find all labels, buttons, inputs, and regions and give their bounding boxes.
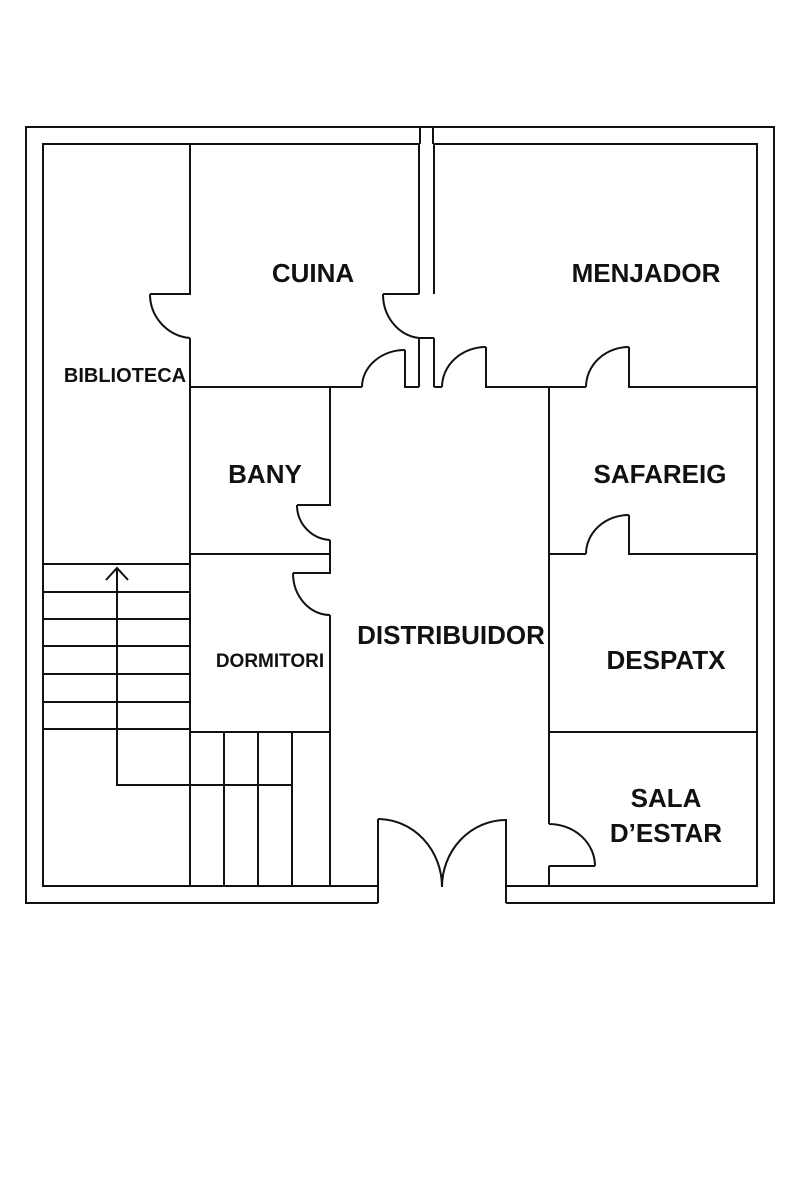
entrance-jambs [377, 819, 507, 903]
wall-safareig [548, 387, 757, 886]
stair-treads-bottom [223, 732, 293, 886]
wall-cuina-bottom [190, 350, 419, 388]
door-bany[interactable] [295, 504, 331, 541]
label-distribuidor: DISTRIBUIDOR [357, 620, 545, 650]
stairs [43, 563, 293, 886]
room-labels: CUINA MENJADOR BIBLIOTECA BANY SAFAREIG … [64, 258, 727, 848]
label-biblioteca: BIBLIOTECA [64, 365, 186, 387]
label-safareig: SAFAREIG [594, 459, 727, 489]
entrance-door-right[interactable] [441, 819, 507, 888]
wall-bany [190, 387, 331, 886]
door-menjador-1[interactable] [441, 346, 487, 388]
label-sala-line2: D’ESTAR [610, 818, 722, 848]
stair-direction-arrow [105, 566, 292, 786]
entrance-door-left[interactable] [377, 818, 443, 888]
inner-wall-right [433, 143, 758, 887]
wall-posts [418, 337, 435, 387]
door-cuina[interactable] [361, 349, 406, 388]
door-dormitori[interactable] [292, 572, 331, 616]
door-sala[interactable] [548, 823, 596, 867]
wall-biblioteca [150, 144, 191, 886]
label-cuina: CUINA [272, 258, 355, 288]
door-menjador-2[interactable] [585, 346, 630, 388]
outer-wall [25, 126, 775, 904]
walls [25, 126, 775, 904]
label-despatx: DESPATX [607, 645, 727, 675]
label-sala-line1: SALA [631, 783, 702, 813]
label-dormitori: DORMITORI [216, 651, 324, 672]
door-safareig[interactable] [585, 514, 630, 555]
center-divider [419, 127, 434, 144]
label-menjador: MENJADOR [572, 258, 721, 288]
inner-wall-left [42, 143, 420, 887]
wall-menjador-bottom [434, 347, 757, 388]
doors [148, 293, 630, 888]
door-cuina-menjador[interactable] [381, 293, 420, 339]
door-biblioteca[interactable] [148, 293, 191, 339]
label-bany: BANY [228, 459, 302, 489]
